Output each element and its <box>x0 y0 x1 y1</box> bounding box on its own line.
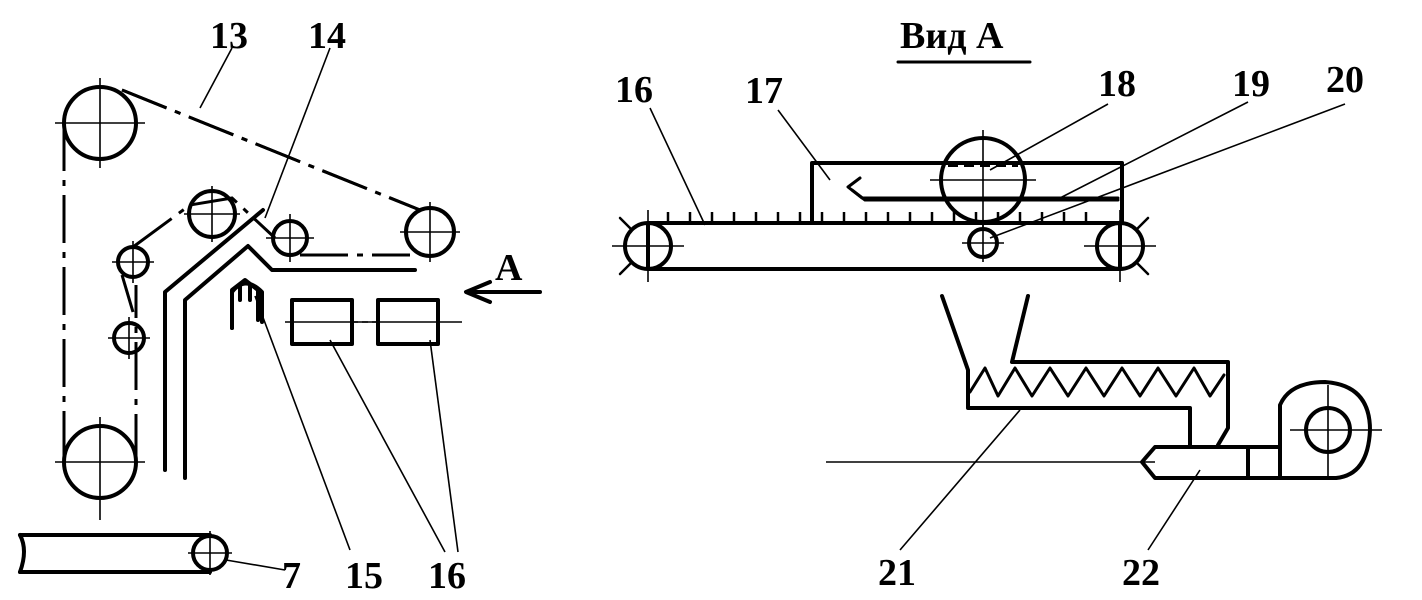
view-arrow <box>464 280 542 304</box>
small-roller-a <box>112 241 154 283</box>
label-19: 19 <box>1232 63 1270 105</box>
nozzle-22 <box>1140 445 1338 480</box>
screw-21 <box>968 366 1226 398</box>
guide-chute-outer <box>163 208 265 472</box>
lower-large-roller <box>55 417 145 520</box>
right-view: Вид А <box>612 15 1382 594</box>
label-21: 21 <box>878 552 916 594</box>
label-15: 15 <box>345 555 383 597</box>
left-view: 13 14 А 7 15 16 <box>18 15 542 597</box>
conveyor-7 <box>18 531 232 575</box>
label-7: 7 <box>282 555 301 597</box>
leader-lines-left <box>199 47 459 571</box>
upper-large-roller <box>55 78 145 168</box>
small-roller-b <box>108 317 150 359</box>
inner-belt <box>132 196 277 249</box>
label-14: 14 <box>308 15 346 57</box>
arrow-label: А <box>495 247 523 289</box>
label-18: 18 <box>1098 63 1136 105</box>
blade-19-lower <box>850 188 1120 202</box>
label-17: 17 <box>745 70 783 112</box>
hopper <box>940 294 1192 447</box>
view-title: Вид А <box>900 15 1004 57</box>
label-22: 22 <box>1122 552 1160 594</box>
label-13: 13 <box>210 15 248 57</box>
belt-13-top-run <box>121 88 421 212</box>
conveyor-16 <box>612 210 1156 282</box>
leader-lines-right <box>649 101 1346 551</box>
hopper-right-wall <box>1010 294 1230 447</box>
guide-chute-inner <box>183 244 417 480</box>
housing-17 <box>810 161 1124 225</box>
label-16-left: 16 <box>428 555 466 597</box>
label-16-right: 16 <box>615 69 653 111</box>
roller-top-guide <box>184 186 240 242</box>
right-tension-roller <box>400 202 460 262</box>
roller-20 <box>962 225 1004 262</box>
roller-18 <box>930 130 1036 230</box>
element-15-outline <box>230 281 264 330</box>
inner-belt-lower <box>120 274 135 313</box>
fan <box>1278 380 1382 480</box>
label-20: 20 <box>1326 59 1364 101</box>
